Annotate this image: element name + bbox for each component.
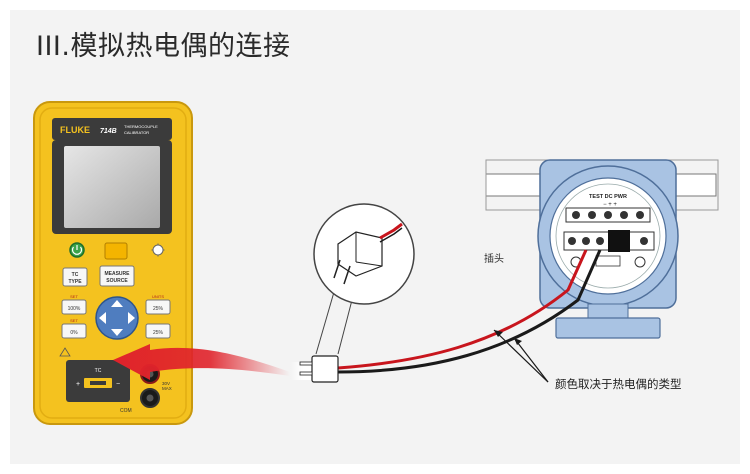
terminal-chip (608, 230, 630, 252)
insert-arrow (113, 344, 290, 380)
zoom-plug-pins (333, 259, 351, 285)
screw-3[interactable] (596, 237, 604, 245)
step-down-button[interactable] (145, 323, 171, 339)
ground-screw-right (634, 256, 646, 268)
screw-1[interactable] (568, 237, 576, 245)
plug-body (311, 355, 339, 383)
plug-zoom-callout (313, 203, 415, 355)
terminal-signs: − + + (603, 202, 617, 208)
tc-type-button[interactable] (62, 267, 88, 287)
transmitter: TEST DC PWR − + + 插头 (484, 159, 719, 339)
nav-pad (95, 296, 139, 340)
nav-right-icon[interactable] (128, 312, 135, 324)
housing-base (555, 317, 661, 339)
left-conduit (485, 173, 547, 197)
backlight-icon (151, 243, 165, 257)
tc-type-line1: TC (72, 272, 79, 278)
tc-type-line2: TYPE (68, 279, 82, 285)
zoom-red-wire (379, 222, 403, 240)
step-up-label: 25% (153, 306, 164, 312)
plug-pin-top (299, 361, 313, 366)
set-bottom-label: SET (70, 318, 78, 323)
right-conduit (669, 173, 717, 197)
zero-button[interactable] (104, 242, 128, 260)
plug-pin-bottom (299, 371, 313, 376)
minus-sign: − (116, 381, 120, 388)
set-100-label: 100% (68, 306, 81, 312)
black-wire (337, 249, 602, 374)
plug-partial-label: 插头 (484, 252, 504, 265)
terminal-label: TEST DC PWR (589, 194, 627, 200)
screw-2[interactable] (582, 237, 590, 245)
set-top-label: SET (70, 294, 78, 299)
subtitle-line2: CALIBRATOR (124, 130, 149, 135)
zoom-black-wire (379, 227, 403, 243)
tc-input-label: TC (95, 368, 102, 374)
red-wire (337, 249, 588, 370)
subtitle-line1: THERMOCOUPLE (124, 124, 158, 129)
nav-up-icon[interactable] (111, 300, 123, 307)
source-label: SOURCE (106, 278, 128, 284)
plus-sign: + (76, 381, 80, 388)
brand-label: FLUKE (60, 125, 90, 135)
nav-left-icon[interactable] (99, 312, 106, 324)
tc-miniplug (290, 355, 339, 383)
step-up-button[interactable] (145, 299, 171, 315)
warning-icon (59, 347, 71, 357)
units-label: UNITS (152, 294, 164, 299)
callout-text: 颜色取决于热电偶的类型 (555, 377, 682, 391)
callout-line-1 (493, 329, 549, 383)
brand-strip (52, 118, 172, 140)
screw-row-top (572, 211, 644, 219)
set-100-button[interactable] (61, 299, 87, 315)
com-label: COM (120, 408, 132, 414)
housing-neck (587, 303, 629, 319)
callout-line-2 (513, 337, 549, 383)
power-icon (71, 245, 83, 255)
model-label: 714B (100, 128, 117, 135)
measure-label: MEASURE (104, 271, 130, 277)
screw-4 (640, 237, 648, 245)
calibrator-device: FLUKE 714B THERMOCOUPLE CALIBRATOR TC TY… (33, 101, 193, 425)
set-0-button[interactable] (61, 323, 87, 339)
max-label-1: 30V (162, 381, 170, 386)
nav-down-icon[interactable] (111, 329, 123, 336)
set-0-label: 0% (70, 330, 78, 336)
step-down-label: 25% (153, 330, 164, 336)
page-title: III.模拟热电偶的连接 (36, 31, 291, 62)
max-label-2: MAX (162, 386, 172, 391)
color-callout: 颜色取决于热电偶的类型 (493, 329, 682, 391)
lcd-screen (64, 146, 160, 228)
measure-source-button[interactable] (99, 265, 135, 287)
backlight-button[interactable] (152, 244, 164, 256)
